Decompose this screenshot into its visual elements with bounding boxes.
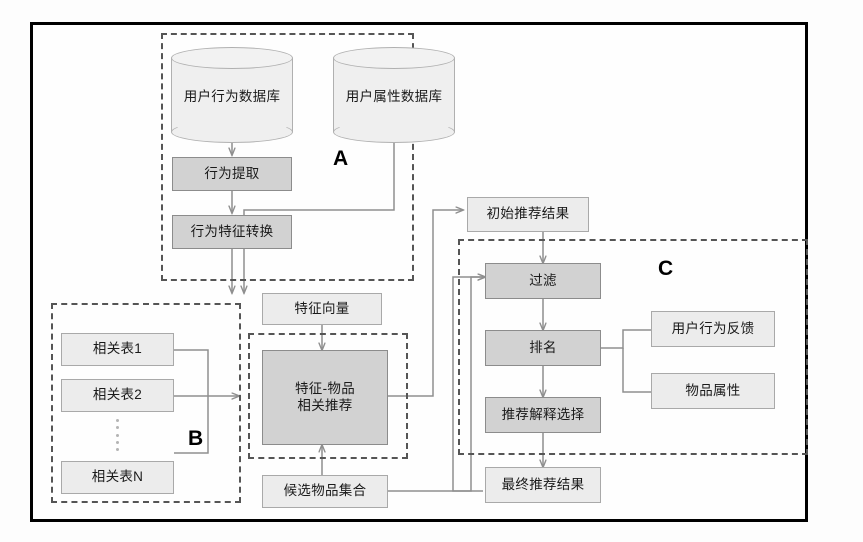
group-label-c: C — [658, 257, 674, 280]
group-box-c — [458, 239, 808, 455]
cylinder-bottom — [171, 121, 293, 143]
group-box-core-recommend — [248, 333, 408, 459]
node-behavior-extract[interactable]: 行为提取 — [172, 157, 292, 191]
group-box-a — [161, 33, 414, 281]
node-related-table-2[interactable]: 相关表2 — [61, 379, 174, 412]
node-user-behavior-feedback[interactable]: 用户行为反馈 — [651, 311, 775, 347]
database-user-behavior: 用户行为数据库 — [171, 47, 293, 143]
node-item-attribute[interactable]: 物品属性 — [651, 373, 775, 409]
cylinder-top — [333, 47, 455, 69]
node-recommend-explanation-select[interactable]: 推荐解释选择 — [485, 397, 601, 433]
node-behavior-feature-transform[interactable]: 行为特征转换 — [172, 215, 292, 249]
node-filter[interactable]: 过滤 — [485, 263, 601, 299]
cylinder-body — [333, 58, 455, 132]
node-final-recommend-result[interactable]: 最终推荐结果 — [485, 467, 601, 503]
cylinder-body — [171, 58, 293, 132]
group-label-b: B — [188, 427, 204, 450]
node-related-table-n[interactable]: 相关表N — [61, 461, 174, 494]
node-feature-item-recommend[interactable]: 特征-物品 相关推荐 — [262, 350, 388, 445]
node-feature-vector[interactable]: 特征向量 — [262, 293, 382, 325]
node-candidate-item-set[interactable]: 候选物品集合 — [262, 475, 388, 508]
vertical-ellipsis — [116, 419, 119, 451]
database-label: 用户行为数据库 — [183, 89, 281, 104]
node-ranking[interactable]: 排名 — [485, 330, 601, 366]
cylinder-top — [171, 47, 293, 69]
database-label: 用户属性数据库 — [345, 89, 443, 104]
node-related-table-1[interactable]: 相关表1 — [61, 333, 174, 366]
group-box-b — [51, 303, 241, 503]
cylinder-bottom — [333, 121, 455, 143]
outer-frame: A B C 用户行为数据库 用户属性数据库 行为提取 行为特征转换 特征向量 相… — [30, 22, 808, 522]
node-initial-recommend-result[interactable]: 初始推荐结果 — [467, 197, 589, 232]
database-user-attribute: 用户属性数据库 — [333, 47, 455, 143]
group-label-a: A — [333, 147, 349, 170]
